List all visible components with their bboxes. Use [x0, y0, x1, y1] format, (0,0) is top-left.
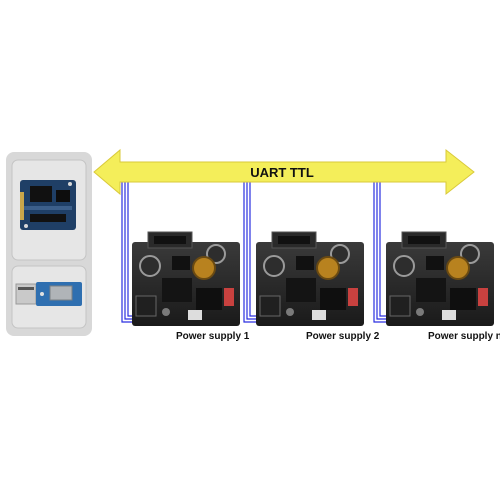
power-supply-board-n — [386, 231, 494, 326]
uart-ttl-label: UART TTL — [250, 165, 314, 180]
power-supply-n-label: Power supply n — [428, 331, 500, 342]
bluetooth-module-board — [15, 282, 82, 306]
power-supply-board-1 — [132, 231, 240, 326]
power-supply-2-label: Power supply 2 — [306, 331, 380, 342]
controller-panel — [6, 152, 92, 336]
uart-ttl-arrow: UART TTL — [93, 148, 475, 196]
ttl-adapter-board — [20, 180, 76, 230]
power-supply-1-label: Power supply 1 — [176, 331, 250, 342]
power-supply-board-2 — [256, 231, 364, 326]
